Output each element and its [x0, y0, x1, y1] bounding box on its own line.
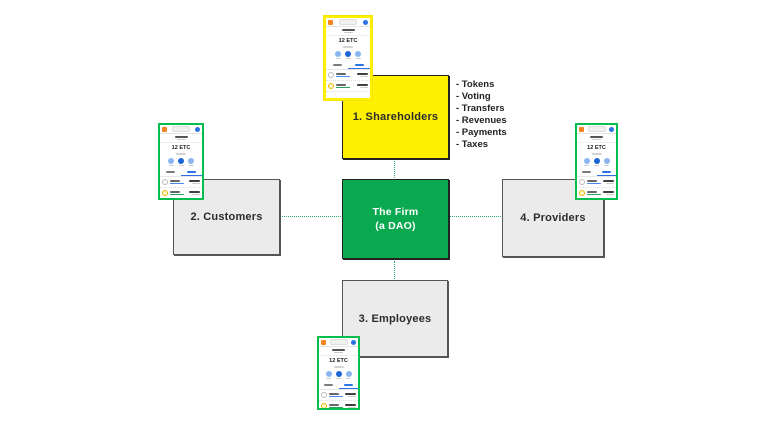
buy-button [325, 370, 332, 379]
connector-firm-customers [282, 216, 341, 217]
feature-item: - Transfers [456, 103, 505, 114]
transaction-row [326, 70, 370, 81]
wallet-actions [319, 370, 358, 379]
wallet-topbar [577, 125, 616, 134]
account-row [577, 134, 616, 143]
network-pill [339, 19, 357, 25]
wallet-balance-fiat [333, 366, 344, 368]
tx-icon [579, 190, 585, 196]
wallet-balance: 12 ETC [171, 145, 191, 151]
buy-button [168, 157, 174, 166]
account-row [326, 27, 370, 36]
tab-tokens [319, 382, 339, 388]
tab-activity [596, 169, 616, 176]
network-pill [172, 126, 190, 132]
firm-label-line2: (a DAO) [375, 220, 416, 232]
account-avatar [195, 126, 200, 132]
swap-button [188, 157, 194, 166]
firm-label-line1: The Firm [372, 206, 419, 218]
wallet-fox-icon [321, 339, 326, 345]
node-firm-label: The Firm (a DAO) [373, 205, 419, 233]
send-button [345, 50, 351, 59]
node-customers-label: 2. Customers [190, 211, 263, 223]
account-avatar [609, 126, 614, 132]
tx-icon [328, 72, 334, 78]
wallet-screenshot-shareholders: 12 ETC [324, 16, 372, 100]
node-shareholders-label: 1. Shareholders [352, 111, 439, 123]
connector-firm-providers [450, 216, 501, 217]
wallet-screenshot-employees: 12 ETC [317, 336, 360, 410]
tx-icon [162, 190, 168, 196]
wallet-fox-icon [579, 126, 584, 132]
transaction-row [319, 401, 358, 408]
account-avatar [363, 19, 368, 25]
swap-button [603, 157, 610, 166]
wallet-tabs [577, 169, 616, 177]
wallet-topbar [326, 18, 370, 27]
feature-item: - Voting [456, 91, 491, 102]
wallet-fox-icon [328, 19, 333, 25]
node-shareholders: 1. Shareholders [342, 75, 449, 159]
send-button [593, 157, 600, 166]
feature-item: - Tokens [456, 79, 495, 90]
network-pill [587, 126, 606, 132]
wallet-topbar [160, 125, 202, 134]
send-button [178, 157, 184, 166]
tab-tokens [160, 169, 181, 175]
send-button [335, 370, 342, 379]
feature-item: - Taxes [456, 139, 489, 150]
wallet-actions [577, 157, 616, 166]
swap-button [345, 370, 352, 379]
transaction-row [160, 177, 202, 188]
shareholders-feature-list: - Tokens - Voting - Transfers - Revenues… [456, 79, 507, 151]
wallet-balance-fiat [176, 153, 186, 155]
buy-button [583, 157, 590, 166]
feature-item: - Revenues [456, 115, 507, 126]
wallet-balance: 12 ETC [329, 358, 348, 364]
node-employees-label: 3. Employees [358, 312, 432, 325]
tx-icon [328, 83, 334, 89]
wallet-tabs [319, 382, 358, 390]
node-firm: The Firm (a DAO) [342, 179, 449, 259]
tx-icon [162, 179, 168, 185]
wallet-actions [160, 157, 202, 166]
buy-button [335, 50, 341, 59]
tab-activity [338, 382, 358, 389]
wallet-balance: 12 ETC [338, 38, 358, 44]
wallet-balance: 12 ETC [587, 145, 606, 151]
wallet-balance-fiat [591, 153, 602, 155]
network-pill [329, 339, 348, 345]
wallet-actions [326, 50, 370, 59]
node-providers: 4. Providers [502, 179, 604, 257]
tx-icon [321, 403, 327, 408]
transaction-row [319, 390, 358, 401]
connector-firm-shareholders [394, 161, 395, 178]
tab-activity [181, 169, 202, 176]
wallet-fox-icon [162, 126, 167, 132]
account-row [319, 347, 358, 356]
wallet-tabs [326, 62, 370, 70]
transaction-row [326, 81, 370, 92]
wallet-screenshot-customers: 12 ETC [158, 123, 204, 200]
transaction-row [577, 188, 616, 198]
connector-firm-employees [394, 261, 395, 279]
tx-icon [579, 179, 585, 185]
account-avatar [351, 339, 356, 345]
wallet-screenshot-providers: 12 ETC [575, 123, 618, 200]
transaction-row [160, 188, 202, 198]
wallet-balance-fiat [343, 46, 353, 48]
feature-item: - Payments [456, 127, 507, 138]
node-providers-label: 4. Providers [520, 212, 586, 224]
account-row [160, 134, 202, 143]
tab-activity [348, 62, 370, 69]
swap-button [355, 50, 361, 59]
tx-icon [321, 392, 327, 398]
wallet-topbar [319, 338, 358, 347]
tab-tokens [326, 62, 348, 68]
wallet-tabs [160, 169, 202, 177]
transaction-row [577, 177, 616, 188]
tab-tokens [577, 169, 597, 175]
